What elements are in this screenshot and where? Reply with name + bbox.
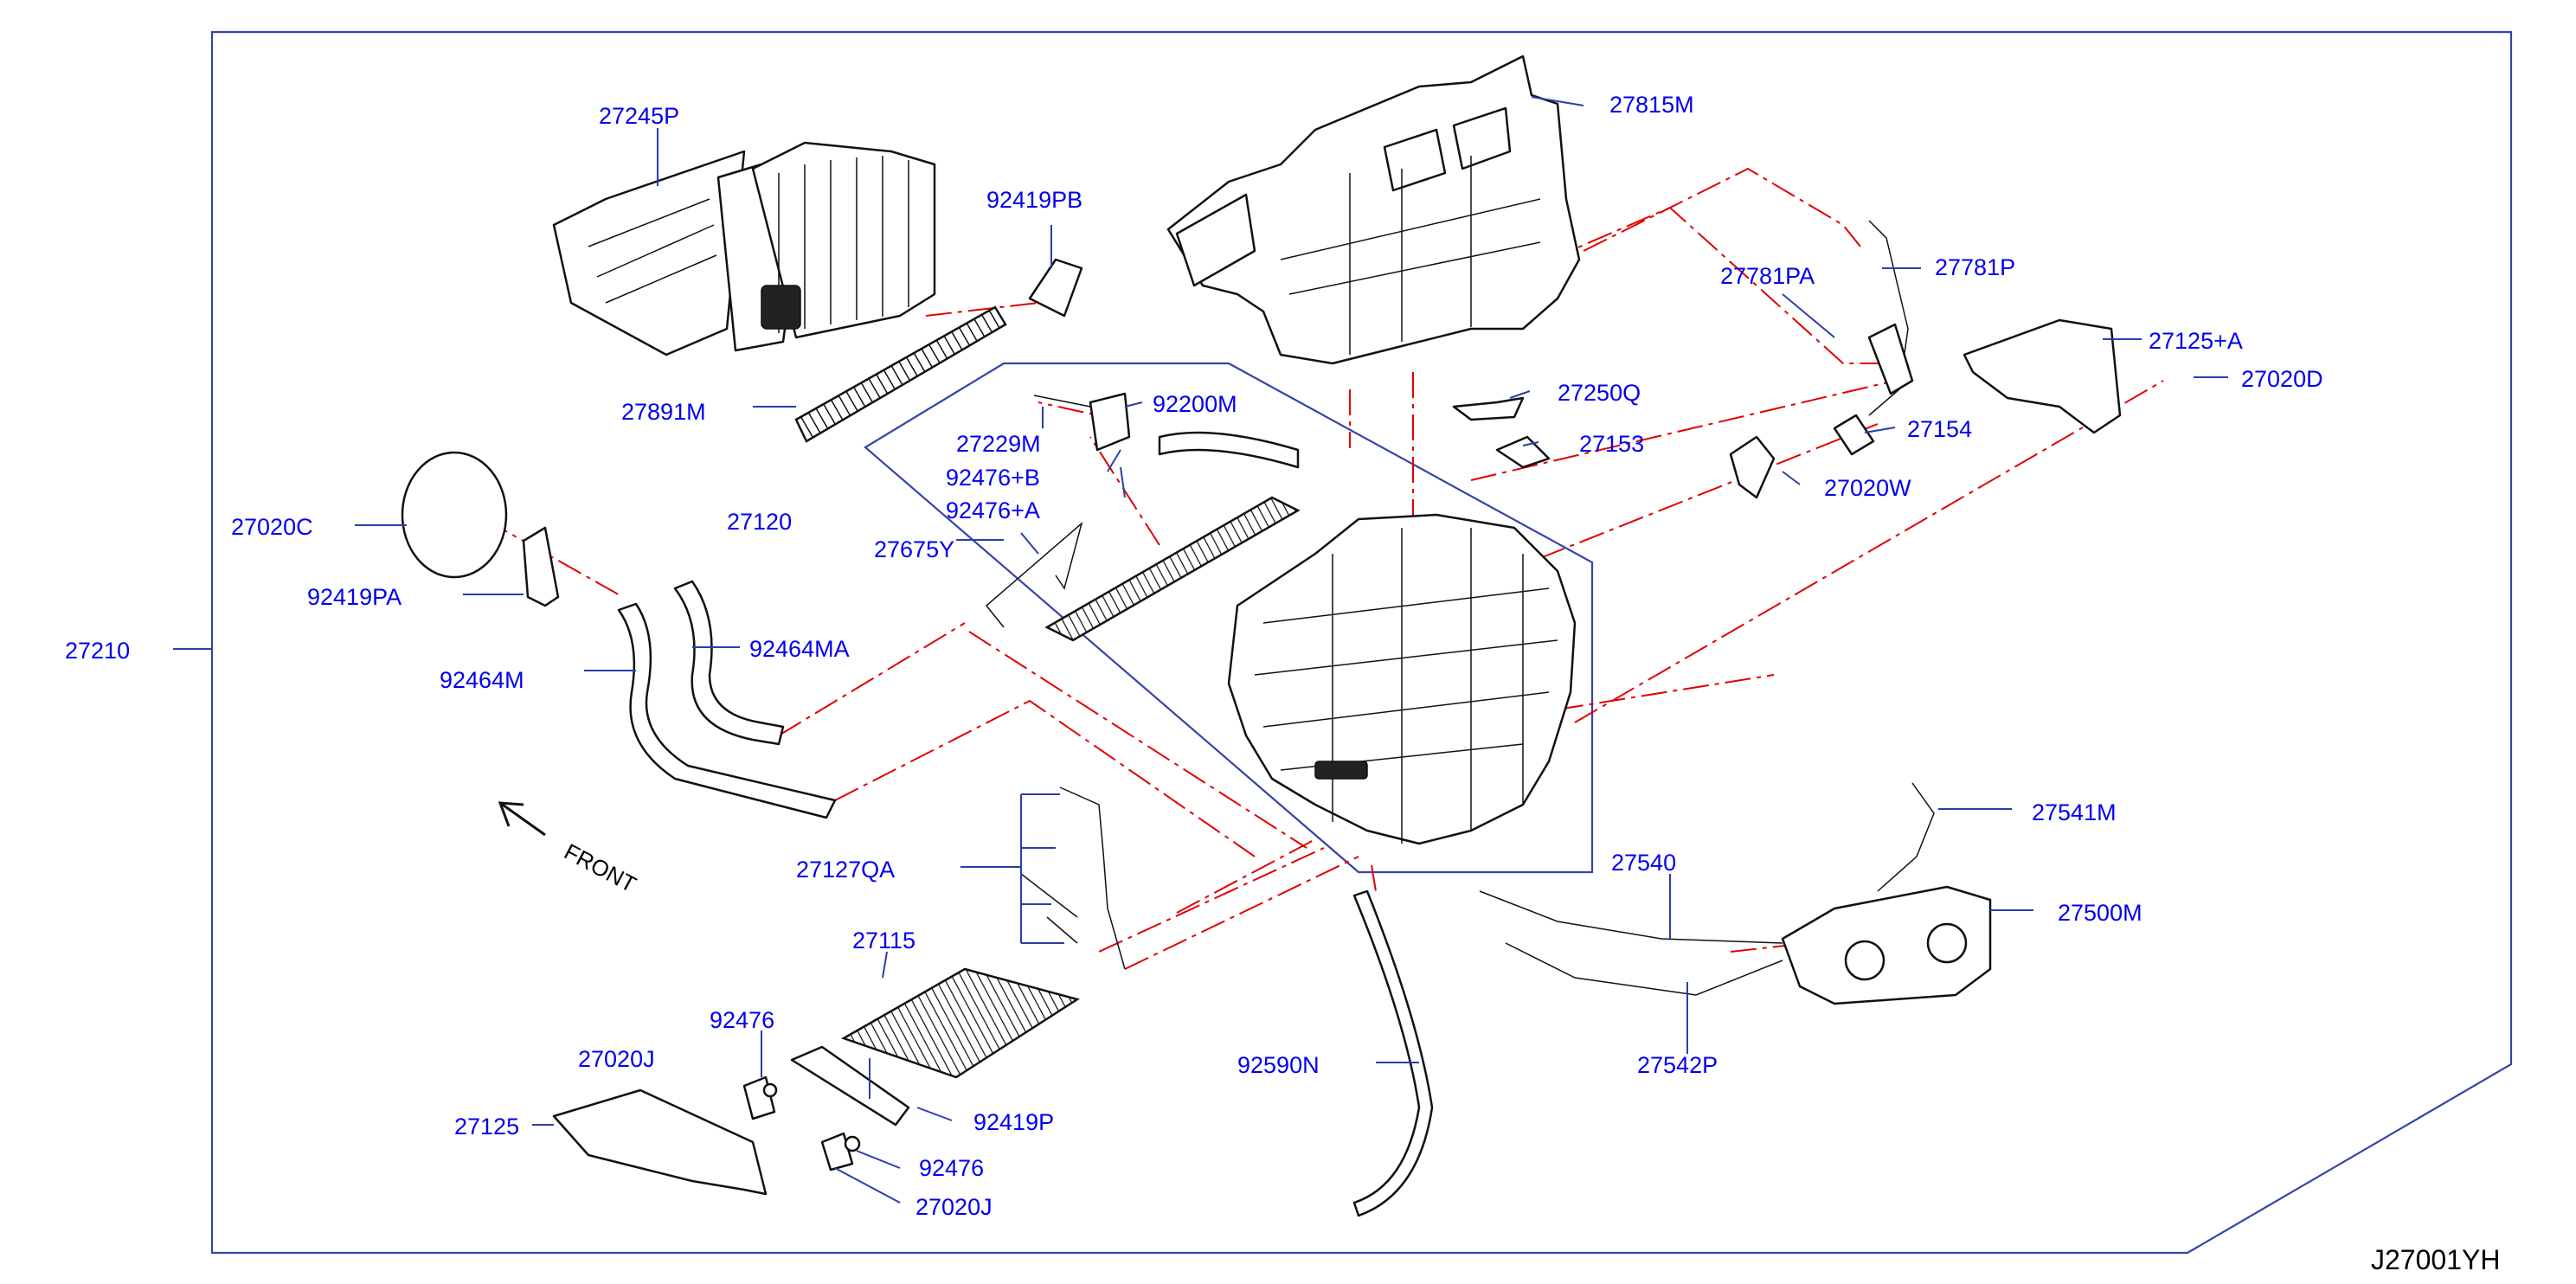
heater-hoses-drawing [617, 580, 837, 819]
lever-27020W-drawing [1729, 435, 1776, 499]
label-92476-plus-B: 92476+B [946, 465, 1040, 491]
label-27675Y: 27675Y [874, 536, 954, 562]
lever-27250Q-drawing [1452, 396, 1525, 421]
label-92476-bottom: 92476 [919, 1155, 984, 1181]
leader-lines [355, 96, 2228, 1204]
wire-27781P-drawing [1868, 220, 1909, 416]
control-unit-27500M-drawing [1781, 885, 1992, 1005]
label-27540: 27540 [1611, 850, 1676, 876]
main-heater-housing-drawing [1227, 513, 1577, 845]
label-27153: 27153 [1579, 431, 1644, 457]
label-27229M: 27229M [956, 431, 1041, 457]
label-27020J-top: 27020J [578, 1046, 655, 1072]
label-27891M: 27891M [621, 399, 706, 425]
label-27154: 27154 [1907, 416, 1972, 442]
shroud-27020C-drawing [401, 451, 508, 579]
flange-92419P-drawing [790, 1045, 910, 1127]
label-27020C: 27020C [231, 514, 313, 540]
heater-core-27115-drawing [840, 967, 1081, 1079]
label-27541M: 27541M [2032, 799, 2117, 825]
label-27542P: 27542P [1637, 1052, 1718, 1078]
figure-code: J27001YH [2371, 1244, 2500, 1275]
inner-frame [864, 362, 1594, 874]
label-27245P: 27245P [599, 103, 679, 129]
label-27250Q: 27250Q [1558, 380, 1641, 406]
label-27020W: 27020W [1824, 475, 1911, 501]
label-27781P: 27781P [1935, 254, 2015, 280]
label-27020D: 27020D [2241, 366, 2323, 392]
bracket-92419PA-drawing [522, 526, 560, 607]
duct-27125-drawing [552, 1088, 768, 1196]
front-label: FRONT [560, 838, 640, 898]
part-labels: 27245P 92419PB 27815M 27781P 27781PA 271… [65, 92, 2323, 1220]
centerlines [484, 167, 2164, 970]
92419PB-part-drawing [1028, 258, 1083, 318]
label-92200M: 92200M [1153, 391, 1237, 417]
intake-box-drawing [1166, 55, 1581, 365]
label-27115: 27115 [852, 928, 915, 953]
control-cables-drawing [1479, 890, 1783, 996]
link-27781PA-drawing [1867, 323, 1914, 395]
pipes-27127QA-drawing [1020, 786, 1126, 970]
blower-unit-drawing [552, 141, 936, 356]
drain-hose-drawing [1352, 889, 1434, 1217]
label-27500M: 27500M [2058, 900, 2142, 926]
label-92419PB: 92419PB [986, 187, 1082, 213]
label-92419PA: 92419PA [307, 584, 401, 610]
link-27154-drawing [1833, 414, 1875, 456]
label-92476-top: 92476 [710, 1007, 774, 1033]
front-arrow-icon [498, 801, 546, 837]
link-27153-drawing [1495, 435, 1551, 469]
label-27815M: 27815M [1609, 92, 1694, 118]
evaporator-pipes-drawing [1158, 431, 1300, 469]
wire-27541M-drawing [1877, 782, 1935, 892]
label-92464MA: 92464MA [749, 636, 850, 662]
label-27125-plus-A: 27125+A [2149, 328, 2243, 354]
label-27120: 27120 [727, 509, 792, 535]
expansion-valve-drawing [1033, 392, 1131, 452]
label-27210: 27210 [65, 638, 130, 664]
filter-27891M-drawing [794, 305, 1007, 443]
label-92476-plus-A: 92476+A [946, 498, 1040, 523]
sensor-wire-drawing [985, 521, 1083, 628]
outer-frame [210, 30, 2513, 1255]
label-27781PA: 27781PA [1720, 263, 1815, 289]
label-92590N: 92590N [1237, 1052, 1320, 1078]
oring-92476-bottom-drawing [844, 1135, 861, 1152]
label-92419P: 92419P [973, 1109, 1054, 1135]
label-27127QA: 27127QA [796, 857, 895, 883]
evaporator-core-drawing [1044, 496, 1301, 642]
label-92464M: 92464M [440, 667, 524, 693]
label-27020J-bottom: 27020J [915, 1194, 992, 1220]
label-27125: 27125 [454, 1114, 519, 1140]
oring-92476-top-drawing [762, 1082, 778, 1098]
duct-27125A-drawing [1963, 318, 2122, 434]
